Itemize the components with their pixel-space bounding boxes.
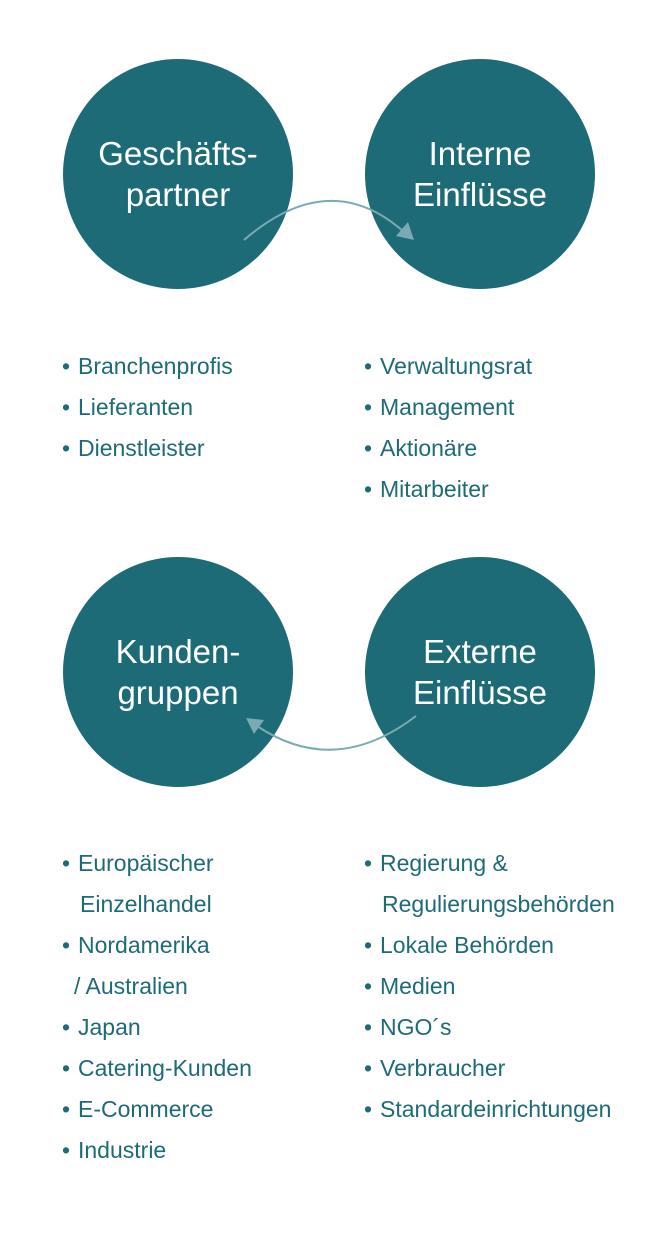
circle-label-line: partner: [125, 176, 231, 213]
list-item: • Nordamerika / Australien: [62, 925, 252, 1007]
circle-label-line: gruppen: [117, 674, 239, 711]
circle-label-line: Geschäfts-: [98, 135, 258, 172]
list-item: • Lieferanten: [62, 387, 233, 428]
bullet-icon: •: [62, 1096, 71, 1122]
list-item: • Branchenprofis: [62, 346, 233, 387]
bullet-icon: •: [62, 1014, 71, 1040]
list-item: • Dienstleister: [62, 428, 233, 469]
bullet-icon: •: [364, 1055, 373, 1081]
circle-label-line: Einflüsse: [413, 176, 547, 213]
bullet-icon: •: [62, 932, 71, 958]
bullet-icon: •: [364, 353, 373, 379]
list-item: • Standardeinrichtungen: [364, 1089, 615, 1130]
bullet-icon: •: [364, 476, 373, 502]
list-item-text: Aktionäre: [380, 435, 478, 461]
list-item: • Verbraucher: [364, 1048, 615, 1089]
circle-label-line: Interne: [428, 135, 532, 172]
list-item-text: Standardeinrichtungen: [380, 1096, 612, 1122]
circle-kundengruppen: Kunden- gruppen: [63, 557, 293, 787]
bullet-icon: •: [62, 394, 71, 420]
list-item-text-continued: Regulierungsbehörden: [382, 891, 615, 917]
bullet-icon: •: [364, 1014, 373, 1040]
list-item-text: Verwaltungsrat: [380, 353, 533, 379]
list-item-text: Lokale Behörden: [380, 932, 554, 958]
list-item-text: Medien: [380, 973, 456, 999]
circle-label-line: Einflüsse: [413, 674, 547, 711]
bullet-icon: •: [364, 932, 373, 958]
circle-externe-einfluesse: Externe Einflüsse: [365, 557, 595, 787]
circle-label-line: Kunden-: [115, 633, 241, 670]
list-item: • Medien: [364, 966, 615, 1007]
list-item-text-continued: Einzelhandel: [80, 891, 212, 917]
list-item: • NGO´s: [364, 1007, 615, 1048]
list-item: • Lokale Behörden: [364, 925, 615, 966]
bullet-icon: •: [62, 1137, 71, 1163]
list-item-text: Nordamerika: [78, 932, 210, 958]
bullet-icon: •: [62, 850, 71, 876]
bullet-icon: •: [62, 1055, 71, 1081]
circle-interne-einfluesse: Interne Einflüsse: [365, 59, 595, 289]
list-item: • Japan: [62, 1007, 252, 1048]
circle-geschaeftspartner: Geschäfts- partner: [63, 59, 293, 289]
list-item-text: E-Commerce: [78, 1096, 214, 1122]
list-interne-einfluesse: • Verwaltungsrat • Management • Aktionäre • Mit…: [364, 346, 532, 510]
list-item-text: Europäischer: [78, 850, 214, 876]
list-geschaeftspartner: • Branchenprofis • Lieferanten • Dienstleiste…: [62, 346, 233, 469]
list-item: • Management: [364, 387, 532, 428]
list-item-text: Catering-Kunden: [78, 1055, 252, 1081]
bullet-icon: •: [364, 973, 373, 999]
list-item: • E-Commerce: [62, 1089, 252, 1130]
bullet-icon: •: [364, 1096, 373, 1122]
bullet-icon: •: [364, 435, 373, 461]
bullet-icon: •: [62, 353, 71, 379]
list-item-text-continued: / Australien: [74, 973, 188, 999]
bullet-icon: •: [62, 435, 71, 461]
list-item-text: Verbraucher: [380, 1055, 506, 1081]
list-item: • Aktionäre: [364, 428, 532, 469]
list-item: • Industrie: [62, 1130, 252, 1171]
list-item: • Catering-Kunden: [62, 1048, 252, 1089]
bullet-icon: •: [364, 394, 373, 420]
list-item: • Mitarbeiter: [364, 469, 532, 510]
list-item-text: Lieferanten: [78, 394, 194, 420]
list-item-text: NGO´s: [380, 1014, 452, 1040]
list-item-text: Regierung &: [380, 850, 508, 876]
bullet-icon: •: [364, 850, 373, 876]
list-item: • Regierung & Regulierungsbehörden: [364, 843, 615, 925]
list-item-text: Dienstleister: [78, 435, 205, 461]
list-item-text: Japan: [78, 1014, 141, 1040]
list-externe-einfluesse: • Regierung & Regulierungsbehörden • Lokale …: [364, 843, 615, 1130]
circle-label-line: Externe: [423, 633, 537, 670]
list-item-text: Mitarbeiter: [380, 476, 489, 502]
list-item-text: Management: [380, 394, 515, 420]
list-item-text: Branchenprofis: [78, 353, 233, 379]
list-item-text: Industrie: [78, 1137, 167, 1163]
list-item: • Verwaltungsrat: [364, 346, 532, 387]
